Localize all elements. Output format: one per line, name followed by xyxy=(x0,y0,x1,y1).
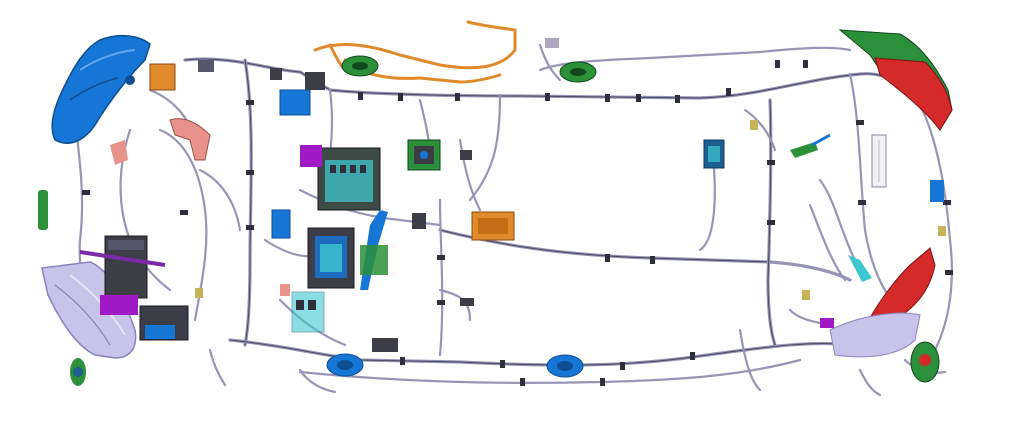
front-fog-lamps xyxy=(38,190,86,386)
fuse-box xyxy=(300,145,381,211)
front-orange-relay xyxy=(149,63,176,91)
top-grommets xyxy=(341,55,597,83)
ecu-module xyxy=(139,305,189,341)
instrument-module xyxy=(307,227,355,289)
steering-column xyxy=(360,210,388,290)
roof-harness xyxy=(313,20,517,84)
rear-left-lamp xyxy=(838,29,953,131)
small-connectors xyxy=(195,38,946,306)
center-module xyxy=(471,211,515,241)
connector-clips xyxy=(82,60,953,386)
floor-modules xyxy=(291,291,398,352)
rear-light-bar xyxy=(871,134,887,188)
rear-right-lamp xyxy=(829,247,940,383)
salmon-bracket xyxy=(110,118,211,165)
center-console-module xyxy=(407,139,441,171)
bottom-door-grommets xyxy=(326,353,584,378)
front-left-headlamp xyxy=(51,34,151,144)
battery xyxy=(79,235,166,315)
rear-center-module xyxy=(703,139,725,169)
rear-side-accents xyxy=(790,133,944,328)
blue-module-left xyxy=(271,72,325,239)
